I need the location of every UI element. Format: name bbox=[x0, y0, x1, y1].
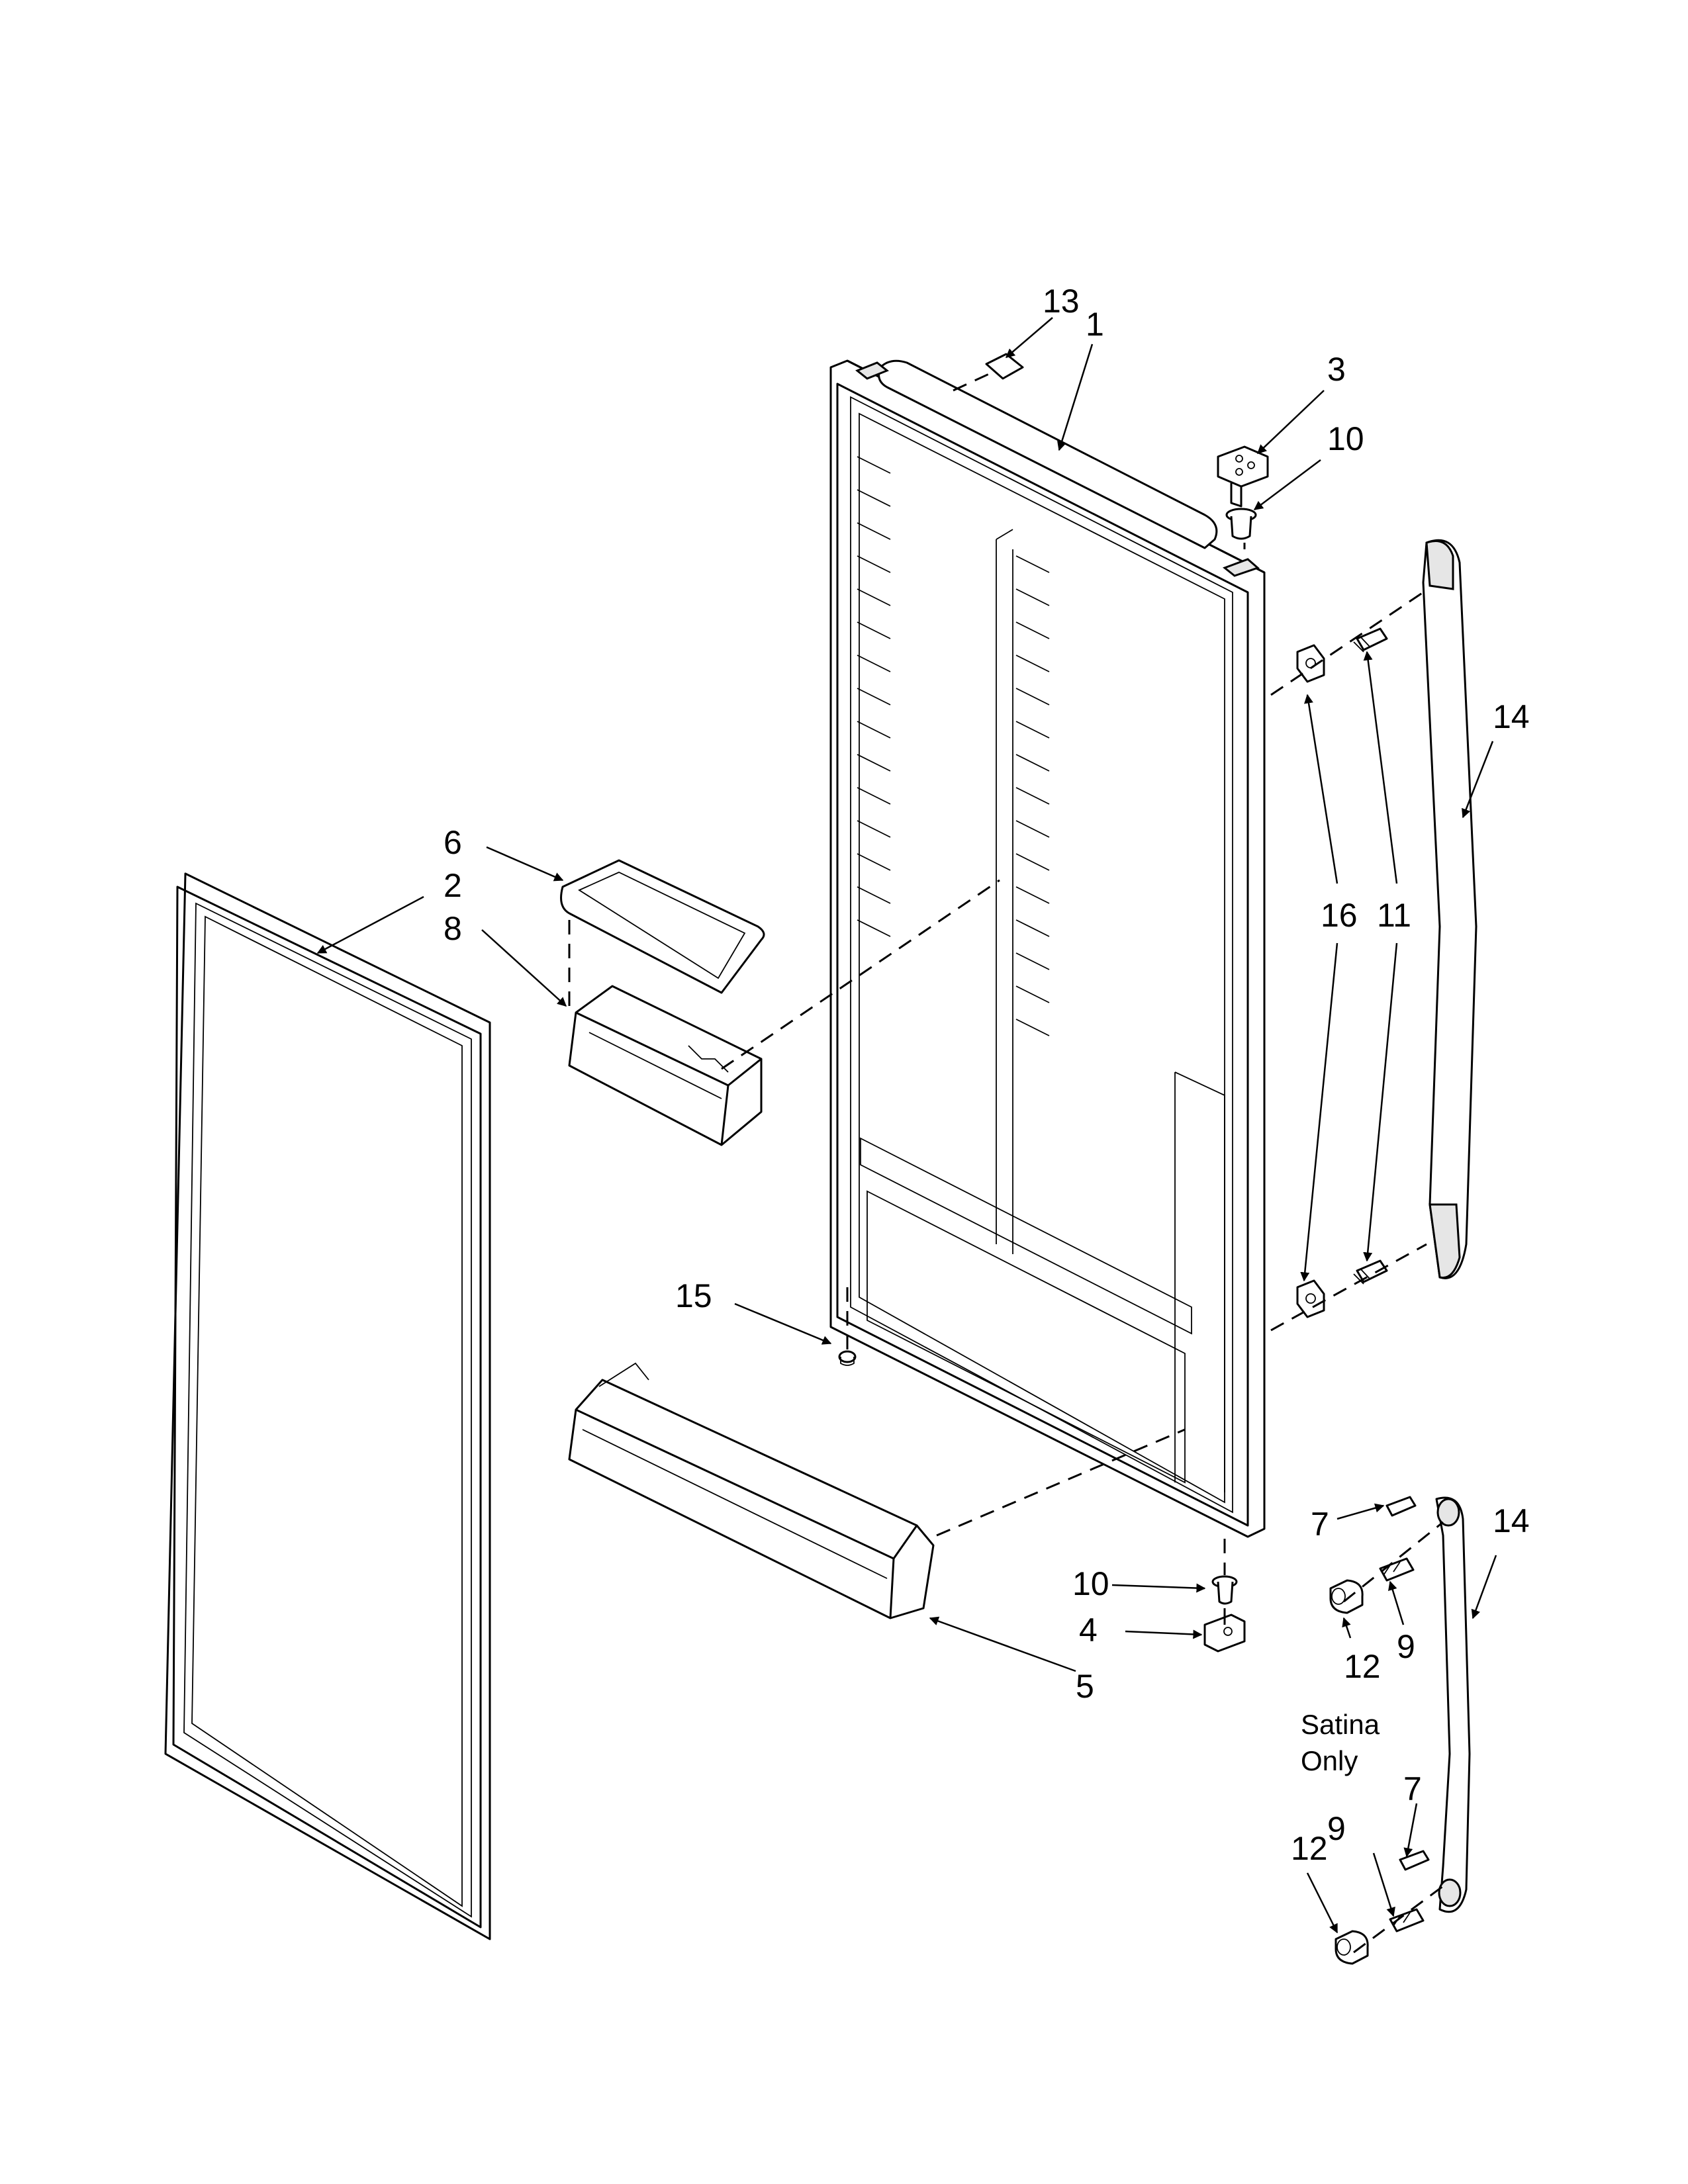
callout-10-bottom: 10 bbox=[1072, 1565, 1109, 1602]
satina-screw-7-top bbox=[1385, 1496, 1417, 1517]
door-handle bbox=[1422, 539, 1477, 1279]
callout-2: 2 bbox=[444, 867, 462, 904]
callout-13: 13 bbox=[1043, 283, 1080, 320]
callout-9-bottom: 9 bbox=[1327, 1810, 1346, 1847]
satina-screw-7-bottom bbox=[1399, 1850, 1430, 1871]
callout-14-satina: 14 bbox=[1493, 1502, 1530, 1539]
satina-cap-bottom bbox=[1335, 1930, 1369, 1965]
assembly-lines bbox=[568, 369, 1444, 1954]
callout-16: 16 bbox=[1321, 897, 1358, 934]
handle-screw-bottom bbox=[1353, 1259, 1388, 1285]
refrigerator-door bbox=[829, 359, 1266, 1538]
satina-handle bbox=[1435, 1496, 1471, 1913]
door-gasket bbox=[164, 872, 491, 1940]
satina-note-line1: Satina bbox=[1301, 1709, 1380, 1740]
callout-7-top: 7 bbox=[1311, 1506, 1329, 1543]
callout-8: 8 bbox=[444, 910, 462, 947]
door-label bbox=[985, 353, 1024, 380]
callout-14-handle: 14 bbox=[1493, 698, 1530, 735]
callout-10-top: 10 bbox=[1327, 420, 1364, 457]
bottom-hinge bbox=[1203, 1608, 1246, 1653]
door-ribs-middle bbox=[1015, 555, 1050, 1036]
callout-15: 15 bbox=[675, 1277, 712, 1314]
bin-cover bbox=[560, 859, 765, 994]
top-hinge bbox=[1217, 445, 1269, 508]
handle-clip-top bbox=[1296, 644, 1325, 683]
leader-arrows bbox=[316, 317, 1497, 1934]
satina-screw-9-top bbox=[1379, 1557, 1415, 1582]
bottom-door-bin bbox=[568, 1362, 935, 1619]
top-bushing bbox=[1225, 508, 1257, 540]
handle-screw-top bbox=[1353, 627, 1388, 653]
callout-3: 3 bbox=[1327, 351, 1346, 388]
satina-note-line2: Only bbox=[1301, 1745, 1358, 1776]
door-bin bbox=[568, 985, 763, 1146]
callout-11: 11 bbox=[1377, 897, 1411, 934]
callout-12-bottom: 12 bbox=[1291, 1830, 1328, 1867]
callout-4: 4 bbox=[1079, 1612, 1098, 1649]
callout-1: 1 bbox=[1086, 306, 1104, 343]
satina-cap-top bbox=[1329, 1579, 1364, 1614]
callout-9-top: 9 bbox=[1397, 1628, 1415, 1665]
satina-screw-9-bottom bbox=[1389, 1908, 1425, 1933]
callout-5: 5 bbox=[1076, 1668, 1094, 1705]
handle-clip-bottom bbox=[1296, 1279, 1325, 1318]
callout-6: 6 bbox=[444, 824, 462, 861]
door-ribs-left bbox=[857, 456, 891, 937]
callout-12-top: 12 bbox=[1344, 1648, 1381, 1685]
callout-7-bottom: 7 bbox=[1403, 1770, 1422, 1807]
door-plug bbox=[838, 1350, 857, 1366]
bottom-bushing bbox=[1211, 1575, 1238, 1605]
